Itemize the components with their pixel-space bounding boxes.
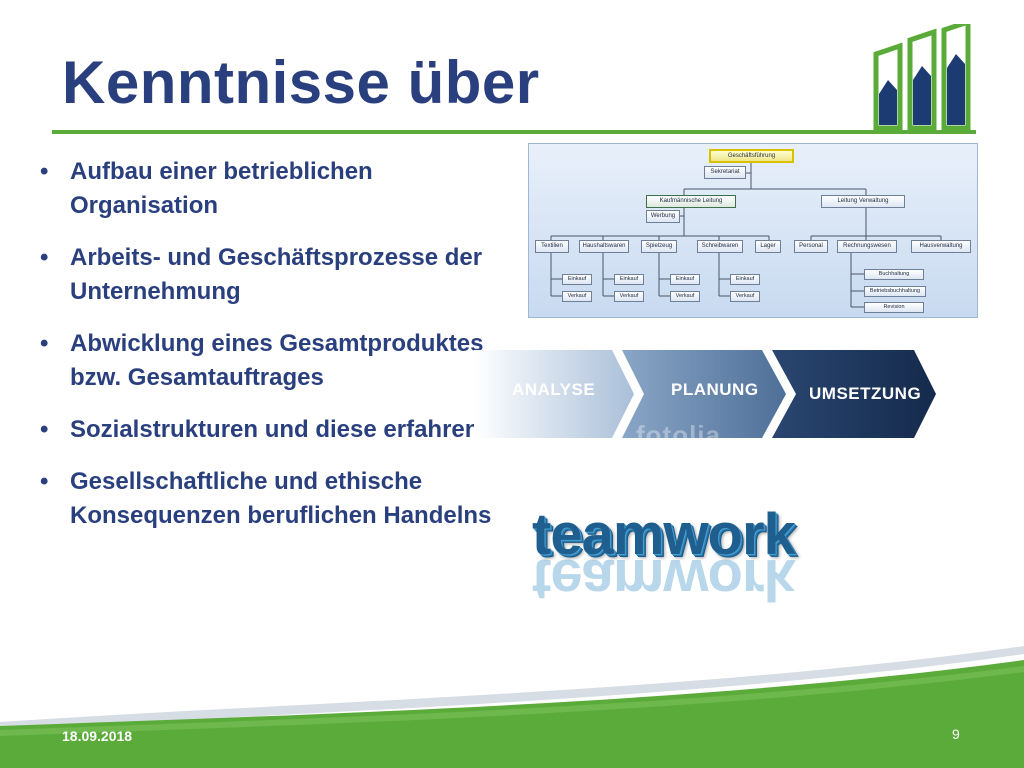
slide-title: Kenntnisse über — [62, 49, 540, 116]
org-box-department: Rechnungswesen — [837, 240, 897, 253]
page-number: 9 — [952, 726, 960, 742]
org-box-cost-accounting: Betriebsbuchhaltung — [864, 286, 926, 297]
bullet-dot: • — [40, 158, 49, 185]
org-box-department: Lager — [755, 240, 781, 253]
org-box-secretary: Sekretariat — [704, 166, 746, 179]
org-box-management: Geschäftsführung — [709, 149, 794, 163]
fotolia-watermark: fotolia — [636, 420, 721, 450]
chevron-analyse — [474, 350, 634, 438]
org-box-department: Textilien — [535, 240, 569, 253]
bullet-list: • Aufbau einer betrieblichen Organisation… — [40, 155, 520, 551]
bullet-dot: • — [40, 244, 49, 271]
chevron-planung — [622, 350, 786, 438]
org-box-sales: Verkauf — [730, 291, 760, 302]
org-box-commercial: Kaufmännische Leitung — [646, 195, 736, 208]
org-box-purchase: Einkauf — [614, 274, 644, 285]
process-step-label: UMSETZUNG — [809, 384, 922, 403]
teamwork-image: teamwork teamwork — [512, 500, 842, 630]
org-box-audit: Revision — [864, 302, 924, 313]
org-box-purchase: Einkauf — [562, 274, 592, 285]
org-chart-image: Geschäftsführung Sekretariat Kaufmännisc… — [528, 143, 978, 318]
org-box-sales: Verkauf — [670, 291, 700, 302]
org-box-department: Schreibwaren — [697, 240, 743, 253]
bullet-item: • Aufbau einer betrieblichen Organisation — [40, 155, 520, 223]
teamwork-text: teamwork — [532, 502, 796, 567]
bullet-dot: • — [40, 330, 49, 357]
org-box-purchase: Einkauf — [730, 274, 760, 285]
process-step-label: PLANUNG — [671, 380, 759, 399]
org-chart-connectors — [550, 163, 942, 308]
process-step-label: ANALYSE — [512, 380, 596, 399]
bullet-item: • Sozialstrukturen und diese erfahren — [40, 413, 520, 447]
org-box-department: Haushaltswaren — [579, 240, 629, 253]
process-chevron-banner — [474, 350, 936, 438]
chevron-umsetzung — [772, 350, 936, 438]
org-box-department: Hausverwaltung — [911, 240, 971, 253]
org-box-administration: Leitung Verwaltung — [821, 195, 905, 208]
bullet-item: • Arbeits- und Geschäftsprozesse der Unte… — [40, 241, 520, 309]
bullet-dot: • — [40, 468, 49, 495]
bullet-text: Aufbau einer betrieblichen Organisation — [70, 158, 373, 219]
bar-chart-logo-icon — [873, 24, 971, 131]
bullet-item: • Gesellschaftliche und ethische Konseque… — [40, 465, 520, 533]
org-box-department: Personal — [794, 240, 828, 253]
bullet-text: Sozialstrukturen und diese erfahren — [70, 416, 480, 443]
org-box-department: Spielzeug — [641, 240, 677, 253]
bullet-text: Gesellschaftliche und ethische Konsequen… — [70, 468, 492, 529]
org-box-sales: Verkauf — [562, 291, 592, 302]
bullet-text: Abwicklung eines Gesamtproduktes bzw. Ge… — [70, 330, 484, 391]
bullet-dot: • — [40, 416, 49, 443]
footer-date: 18.09.2018 — [62, 728, 133, 744]
title-underline — [52, 130, 976, 134]
bullet-text: Arbeits- und Geschäftsprozesse der Unter… — [70, 244, 483, 305]
org-box-advertising: Werbung — [646, 210, 680, 223]
footer-swoosh — [0, 646, 1024, 768]
org-box-sales: Verkauf — [614, 291, 644, 302]
org-box-accounting: Buchhaltung — [864, 269, 924, 280]
org-box-purchase: Einkauf — [670, 274, 700, 285]
bullet-item: • Abwicklung eines Gesamtproduktes bzw. G… — [40, 327, 520, 395]
